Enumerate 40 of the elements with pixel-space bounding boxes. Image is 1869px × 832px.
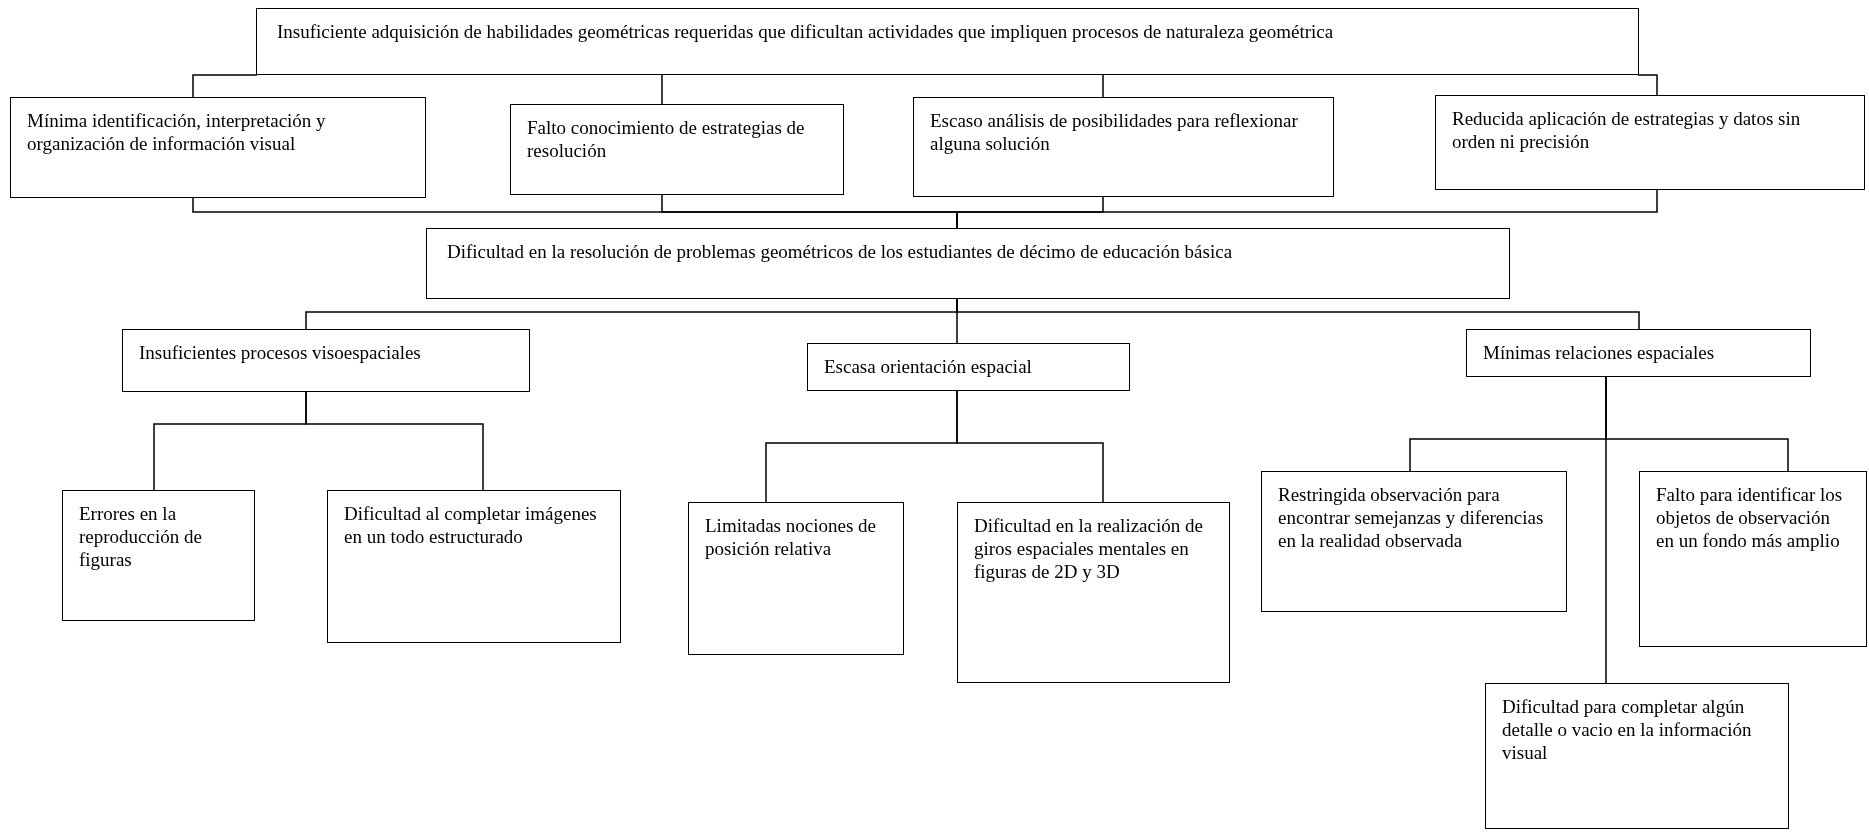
connector-line: [956, 298, 1640, 330]
box-text: Escasa orientación espacial: [824, 356, 1033, 379]
connector-line: [956, 390, 1104, 503]
box-text: Dificultad al completar imágenes en un todo estructurado: [344, 503, 598, 549]
effect-box: [510, 104, 844, 195]
box-text: Falto conocimiento de estrategias de resolución: [527, 117, 806, 163]
effect-box: [1435, 95, 1865, 190]
cause-box: [122, 329, 530, 392]
box-text: Restringida observación para encontrar semejanzas y diferencias en la realidad observada: [1278, 484, 1545, 553]
box-text: Mínima identificación, interpretación y organización de información visual: [27, 110, 327, 156]
box-text: Reducida aplicación de estrategias y datos sin orden ni precisión: [1452, 108, 1802, 154]
box-text: Dificultad en la realización de giros espaciales mentales en figuras de 2D y 3D: [974, 515, 1204, 584]
effect-box: [913, 97, 1334, 197]
box-text: Limitadas nociones de posición relativa: [705, 515, 877, 561]
cause-box: [1485, 683, 1789, 829]
box-text: Dificultad en la resolución de problemas geométricos de los estudiantes de décimo de educación básica: [447, 241, 1234, 264]
connector-line: [305, 391, 484, 491]
box-text: Errores en la reproducción de figuras: [79, 503, 203, 572]
connector-line: [1637, 74, 1658, 96]
box-text: Insuficiente adquisición de habilidades geométricas requeridas que dificultan actividades que impliquen procesos de naturaleza geométrica: [277, 21, 1335, 44]
connector-line: [1102, 74, 1104, 98]
cause-box: [1261, 471, 1567, 612]
box-text: Escaso análisis de posibilidades para reflexionar alguna solución: [930, 110, 1299, 156]
cause-box: [1466, 329, 1811, 377]
cause-box: [688, 502, 904, 655]
cause-box: [957, 502, 1230, 683]
box-text: Insuficientes procesos visoespaciales: [139, 342, 422, 365]
effect-box: [256, 8, 1639, 75]
connector-line: [661, 74, 663, 105]
cause-box: [62, 490, 255, 621]
box-text: Falto para identificar los objetos de observación en un fondo más amplio: [1656, 484, 1844, 553]
box-text: Dificultad para completar algún detalle o vacio en la información visual: [1502, 696, 1753, 765]
connector-line: [192, 74, 258, 98]
cause-box: [1639, 471, 1867, 647]
effect-box: [10, 97, 426, 198]
connector-line: [1605, 376, 1607, 684]
box-text: Mínimas relaciones espaciales: [1483, 342, 1716, 365]
cause-box: [327, 490, 621, 643]
problem-box: [426, 228, 1510, 299]
cause-box: [807, 343, 1130, 391]
